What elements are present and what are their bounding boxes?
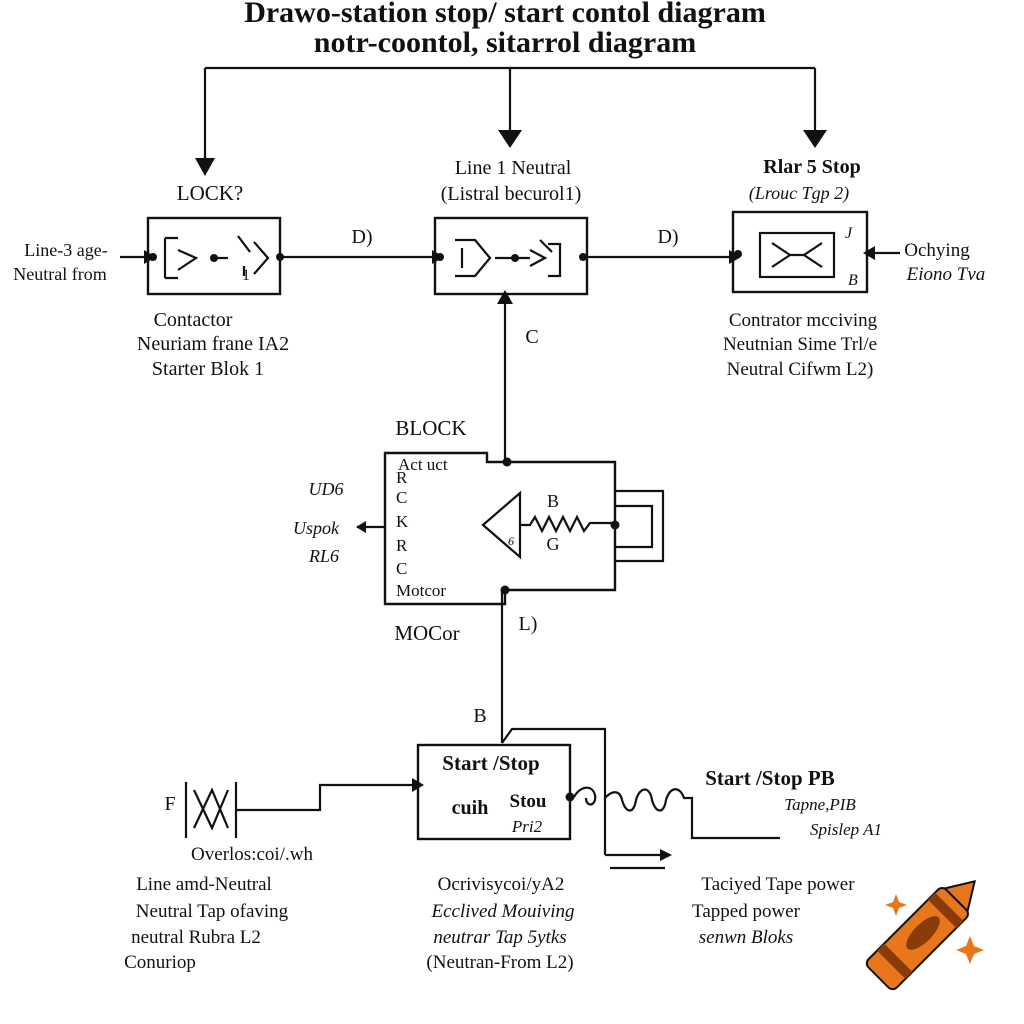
right-header-1: Rlar 5 Stop (763, 156, 860, 178)
left-side-line-2: Neutral from (13, 264, 106, 284)
motor-inner-1: Act uct (398, 455, 448, 474)
right-caption: Taciyed Tape power Tapped power senwn Bl… (692, 874, 855, 948)
wire-label-l: L) (519, 613, 538, 635)
wire-label-d-right: D) (657, 226, 678, 248)
motor-block-title: BLOCK (395, 416, 466, 440)
motor-block: BLOCK Act uct R C K R C Motcor 6 B G UD6… (293, 416, 665, 645)
start-stop-inner-3: Pri2 (511, 817, 543, 836)
start-stop-inner-1: cuih (452, 797, 489, 819)
right-block-box (731, 210, 869, 294)
right-caption-3: Neutral Cifwm L2) (727, 359, 874, 380)
left-block-header: LOCK? (177, 181, 244, 205)
title-line-2: notr-coontol, sitarrol diagram (314, 26, 696, 59)
motor-inner-7: Motcor (396, 581, 446, 600)
wire-label-d-left: D) (351, 226, 372, 248)
start-stop-coil (573, 786, 780, 840)
right-caption-2: Neutnian Sime Trl/e (723, 334, 877, 355)
start-stop-box (416, 743, 572, 841)
top-bus (195, 66, 827, 176)
right-mark-j: J (845, 225, 853, 242)
center-caption-4: (Neutran-From L2) (426, 952, 573, 973)
motor-triangle-mark: 6 (508, 534, 514, 548)
motor-resistor-label-b: B (547, 491, 559, 511)
motor-inner-3: C (396, 488, 407, 507)
wire-center-to-motor: C (497, 290, 539, 462)
left-block-mark: 1 (242, 267, 250, 284)
start-stop-pb-label: Start /Stop PB (705, 766, 835, 790)
center-block-box (433, 216, 589, 296)
overload-element: F Overlos:coi/.wh Line amd-Neutral Neutr… (124, 778, 424, 973)
left-caption-1: Contactor (154, 309, 233, 331)
left-side-line-1: Line-3 age- (24, 240, 107, 260)
left-caption-3: Starter Blok 1 (152, 358, 264, 380)
right-bottom-caption-3: senwn Bloks (699, 927, 793, 948)
motor-left-label-1: UD6 (309, 479, 344, 499)
right-mark-b: B (848, 272, 858, 289)
start-stop-inner-2: Stou (510, 791, 547, 812)
motor-resistor-label-g: G (547, 534, 560, 554)
motor-inner-5: R (396, 536, 408, 555)
right-side-line-2: Eiono Tva (906, 264, 986, 285)
title-line-1: Drawo-station stop/ start contol diagram (244, 0, 766, 29)
start-stop-right-label-3: Spislep A1 (810, 820, 882, 839)
center-header-2: (Listral becurol1) (441, 183, 582, 205)
sparkle-icon (885, 894, 984, 964)
wire-label-c: C (525, 326, 538, 348)
center-caption-3: neutrar Tap 5ytks (433, 927, 566, 948)
right-side-line-1: Ochying (904, 240, 970, 261)
right-bottom-caption-2: Tapped power (692, 901, 801, 922)
motor-inner-4: K (396, 512, 409, 531)
start-stop-block: Start /Stop cuih Stou Pri2 Start /Stop P… (416, 743, 882, 870)
right-block: Rlar 5 Stop (Lrouc Tgp 2) J B Ochying Ei… (723, 156, 985, 380)
center-caption-2: Ecclived Mouiving (431, 901, 575, 922)
motor-output-loop (615, 489, 665, 563)
motor-inner-6: C (396, 559, 407, 578)
center-caption: Ocrivisycoi/yA2 Ecclived Mouiving neutra… (426, 874, 574, 973)
right-bottom-caption-1: Taciyed Tape power (701, 874, 855, 895)
start-stop-right-label-2: Tapne,PIB (784, 795, 856, 814)
overload-label: Overlos:coi/.wh (191, 844, 313, 865)
center-caption-1: Ocrivisycoi/yA2 (438, 874, 565, 895)
left-caption-2: Neuriam frane IA2 (137, 333, 289, 355)
link-wires: D) D) (149, 226, 742, 264)
motor-block-box (383, 451, 617, 606)
left-contactor-block: LOCK? 1 Line-3 age- Neutral from Contact… (13, 181, 289, 380)
crayon-icon (865, 879, 977, 991)
right-header-2: (Lrouc Tgp 2) (749, 183, 849, 204)
overload-caption-1: Line amd-Neutral (136, 874, 272, 895)
wire-label-b: B (473, 705, 486, 727)
motor-left-label-2: Uspok (293, 518, 340, 538)
motor-under-label: MOCor (394, 621, 459, 645)
motor-resistor (520, 514, 615, 534)
right-caption-1: Contrator mcciving (729, 310, 878, 331)
center-header-1: Line 1 Neutral (455, 157, 572, 179)
wire-motor-to-start: L) B (473, 590, 607, 855)
overload-caption-4: Conuriop (124, 952, 196, 973)
overload-caption-3: neutral Rubra L2 (131, 927, 261, 948)
motor-inner-2: R (396, 468, 408, 487)
start-stop-title: Start /Stop (442, 751, 539, 775)
overload-caption-2: Neutral Tap ofaving (136, 901, 289, 922)
center-block: Line 1 Neutral (Listral becurol1) (433, 157, 589, 296)
overload-f-label: F (164, 793, 175, 815)
motor-left-label-3: RL6 (308, 546, 339, 566)
